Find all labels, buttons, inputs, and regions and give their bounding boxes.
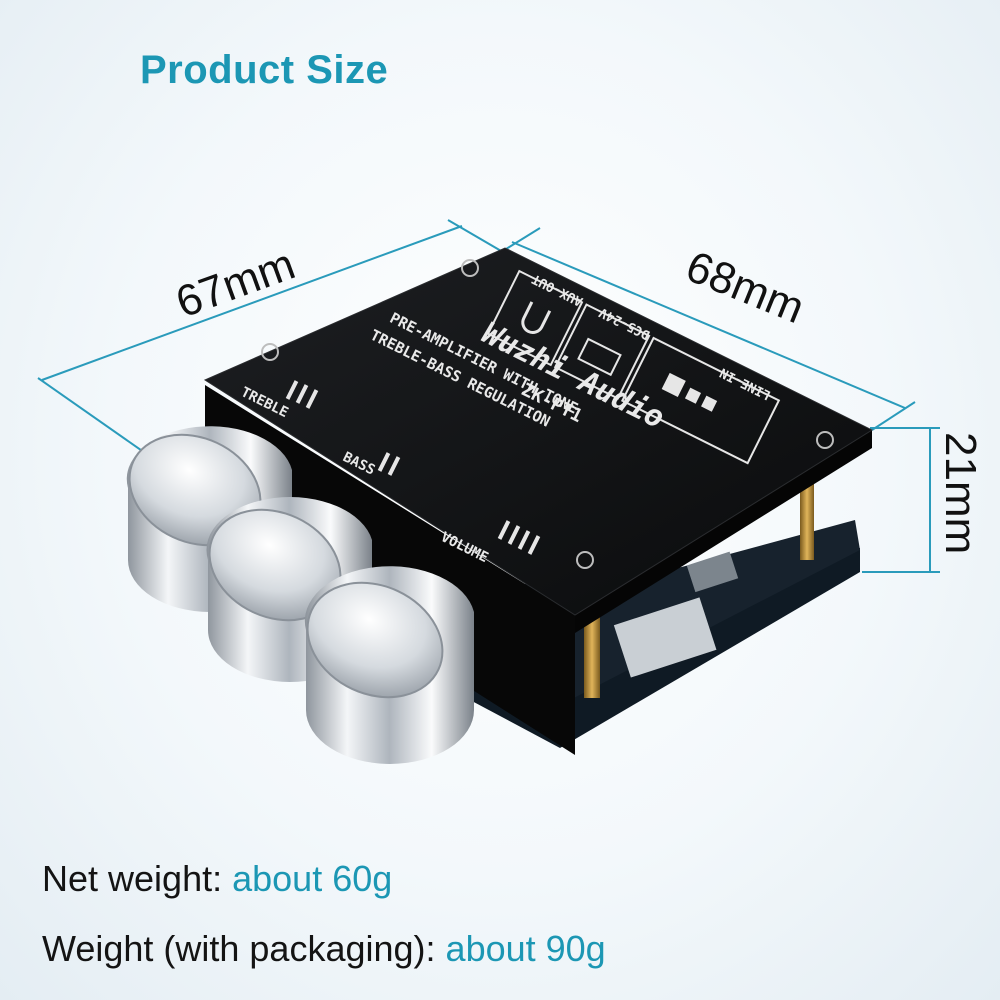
- net-weight-row: Net weight: about 60g: [42, 858, 392, 900]
- port-panel: [486, 269, 781, 465]
- audio-jack-icon: [661, 372, 686, 398]
- height-label: 21mm: [936, 432, 985, 554]
- level-tick-icons: [285, 380, 541, 555]
- length-label: 67mm: [170, 240, 302, 328]
- dimension-lines: [37, 219, 940, 573]
- power-plug-icon: [577, 337, 622, 377]
- volume-knob: [304, 566, 474, 764]
- packaged-weight-row: Weight (with packaging): about 90g: [42, 928, 606, 970]
- packaged-weight-label: Weight (with packaging):: [42, 928, 436, 969]
- screw-holes: [261, 259, 834, 569]
- board-top: [203, 247, 874, 616]
- page-title: Product Size: [140, 48, 389, 92]
- width-label: 68mm: [679, 242, 811, 333]
- headphone-icon: [521, 301, 552, 334]
- net-weight-label: Net weight:: [42, 858, 223, 899]
- net-weight-value: about 60g: [232, 858, 393, 899]
- board-side-right: [575, 430, 872, 633]
- packaged-weight-value: about 90g: [445, 928, 606, 969]
